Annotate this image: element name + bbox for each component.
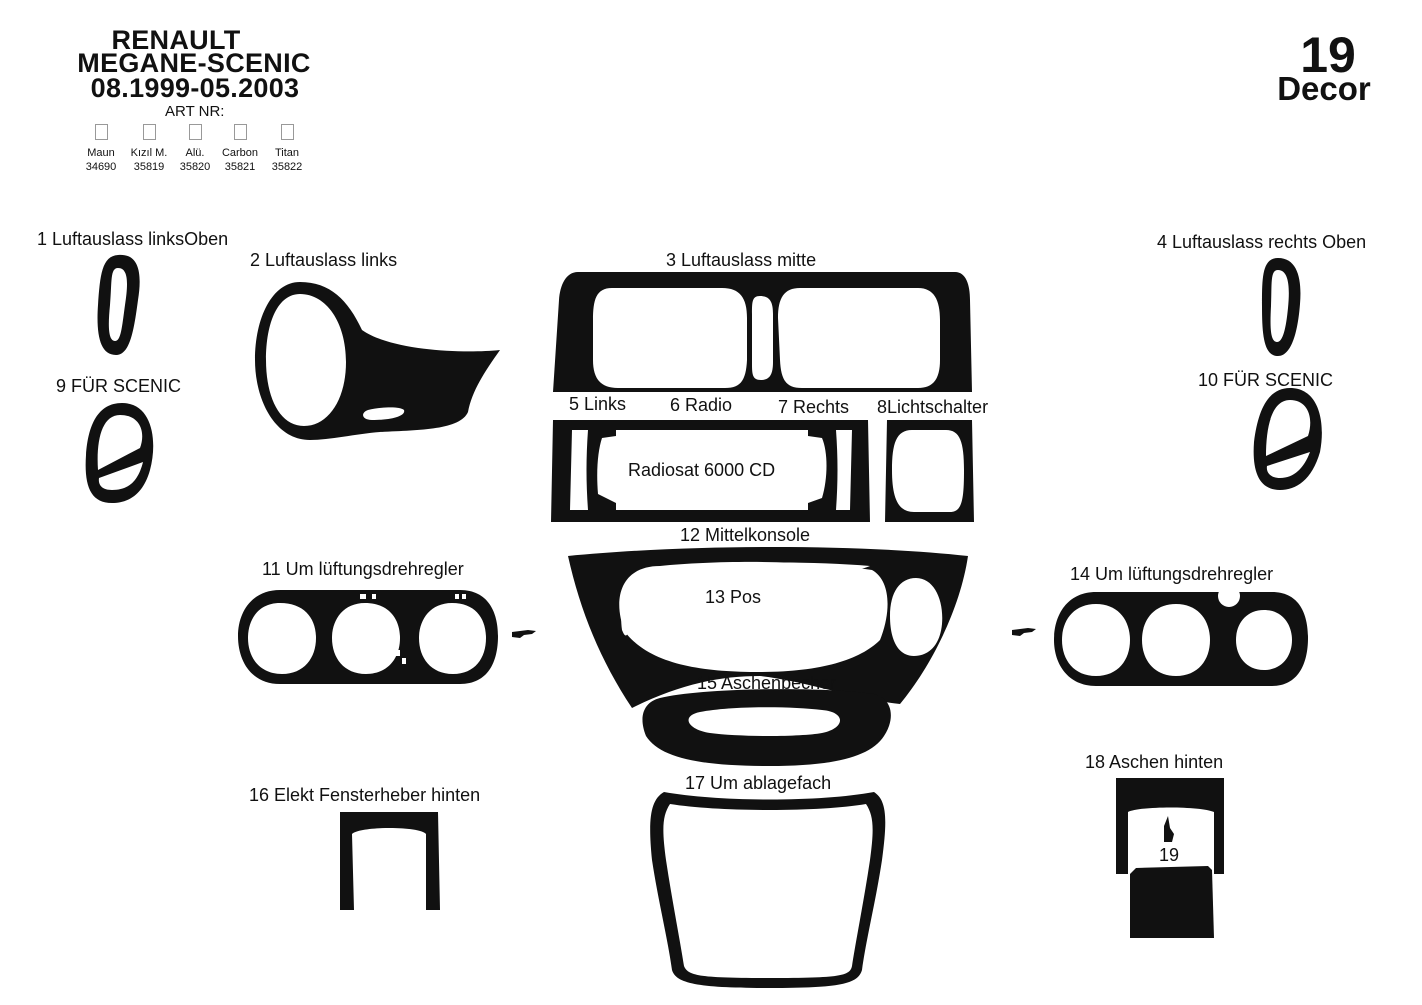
label-part-12: 12 Mittelkonsole (680, 525, 811, 545)
option-name: Titan (274, 147, 300, 159)
part-15-shape (642, 689, 891, 766)
part-14-notch (1218, 585, 1240, 607)
part-16-shape (340, 812, 440, 910)
part-11-shape (238, 590, 498, 684)
option-titan[interactable]: Titan 35822 (265, 124, 309, 174)
label-part-8: 8Lichtschalter (877, 397, 989, 417)
option-code: 34690 (85, 161, 117, 173)
part-5-shape (586, 430, 616, 510)
art-nr-label: ART NR: (165, 103, 225, 120)
part-2-shape (255, 282, 500, 440)
option-kizil[interactable]: Kızıl M. 35819 (127, 124, 171, 174)
option-checkbox[interactable] (94, 124, 108, 140)
pointer-hand-19 (1164, 816, 1174, 842)
label-part-5: 5 Links (569, 394, 627, 414)
pointer-hand-left (512, 630, 536, 638)
option-checkbox[interactable] (280, 124, 294, 140)
part-3-slot (756, 318, 770, 330)
option-name: Kızıl M. (130, 147, 168, 159)
part-10-shape (1253, 388, 1322, 490)
option-alu[interactable]: Alü. 35820 (173, 124, 217, 174)
radio-model-text: Radiosat 6000 CD (628, 460, 776, 480)
label-part-2: 2 Luftauslass links (250, 250, 398, 270)
option-maun[interactable]: Maun 34690 (79, 124, 123, 174)
label-part-18: 18 Aschen hinten (1085, 752, 1224, 772)
option-code: 35820 (179, 161, 211, 173)
label-part-11: 11 Um lüftungsdrehregler (262, 559, 464, 579)
option-checkbox[interactable] (233, 124, 247, 140)
part-11-ticks (360, 594, 466, 664)
label-part-16: 16 Elekt Fensterheber hinten (249, 785, 481, 805)
pointer-hand-right (1012, 628, 1036, 636)
part-3-shape (553, 272, 972, 392)
label-part-17: 17 Um ablagefach (685, 773, 832, 793)
label-part-6: 6 Radio (670, 395, 733, 415)
label-part-9: 9 FÜR SCENIC (56, 376, 182, 396)
part-7-shape (808, 430, 838, 510)
piece-count: 19 (1300, 27, 1356, 83)
years-title: 08.1999-05.2003 (90, 73, 300, 103)
label-part-15: 15 Aschenbecher (697, 673, 837, 693)
part-18-shape (1116, 778, 1224, 874)
option-name: Alü. (185, 147, 205, 159)
option-code: 35819 (133, 161, 165, 173)
decor-label: Decor (1277, 70, 1371, 107)
part-6-shape (551, 420, 870, 522)
label-part-1: 1 Luftauslass linksOben (37, 229, 229, 249)
label-part-3: 3 Luftauslass mitte (666, 250, 817, 270)
part-9-shape (85, 403, 154, 503)
label-part-10: 10 FÜR SCENIC (1198, 370, 1334, 390)
option-name: Maun (87, 147, 115, 159)
part-19-shape (1130, 866, 1214, 938)
part-1-shape (97, 254, 140, 355)
option-name: Carbon (221, 147, 259, 159)
option-code: 35822 (271, 161, 303, 173)
option-checkbox[interactable] (188, 124, 202, 140)
label-part-4: 4 Luftauslass rechts Oben (1157, 232, 1367, 252)
part-8-shape (885, 420, 974, 522)
label-part-19: 19 (1159, 845, 1180, 865)
label-part-13: 13 Pos (705, 587, 762, 607)
label-part-7: 7 Rechts (778, 397, 850, 417)
brand-title: RENAULT (111, 25, 241, 55)
option-code: 35821 (224, 161, 256, 173)
part-13-shape (621, 562, 870, 636)
part-4-shape (1262, 258, 1301, 356)
part-14-shape (1054, 592, 1308, 686)
part-12-shape (568, 547, 968, 708)
model-title: MEGANE-SCENIC (77, 48, 311, 78)
part-17-shape (650, 792, 886, 988)
option-carbon[interactable]: Carbon 35821 (218, 124, 262, 174)
label-part-14: 14 Um lüftungsdrehregler (1070, 564, 1274, 584)
option-checkbox[interactable] (142, 124, 156, 140)
